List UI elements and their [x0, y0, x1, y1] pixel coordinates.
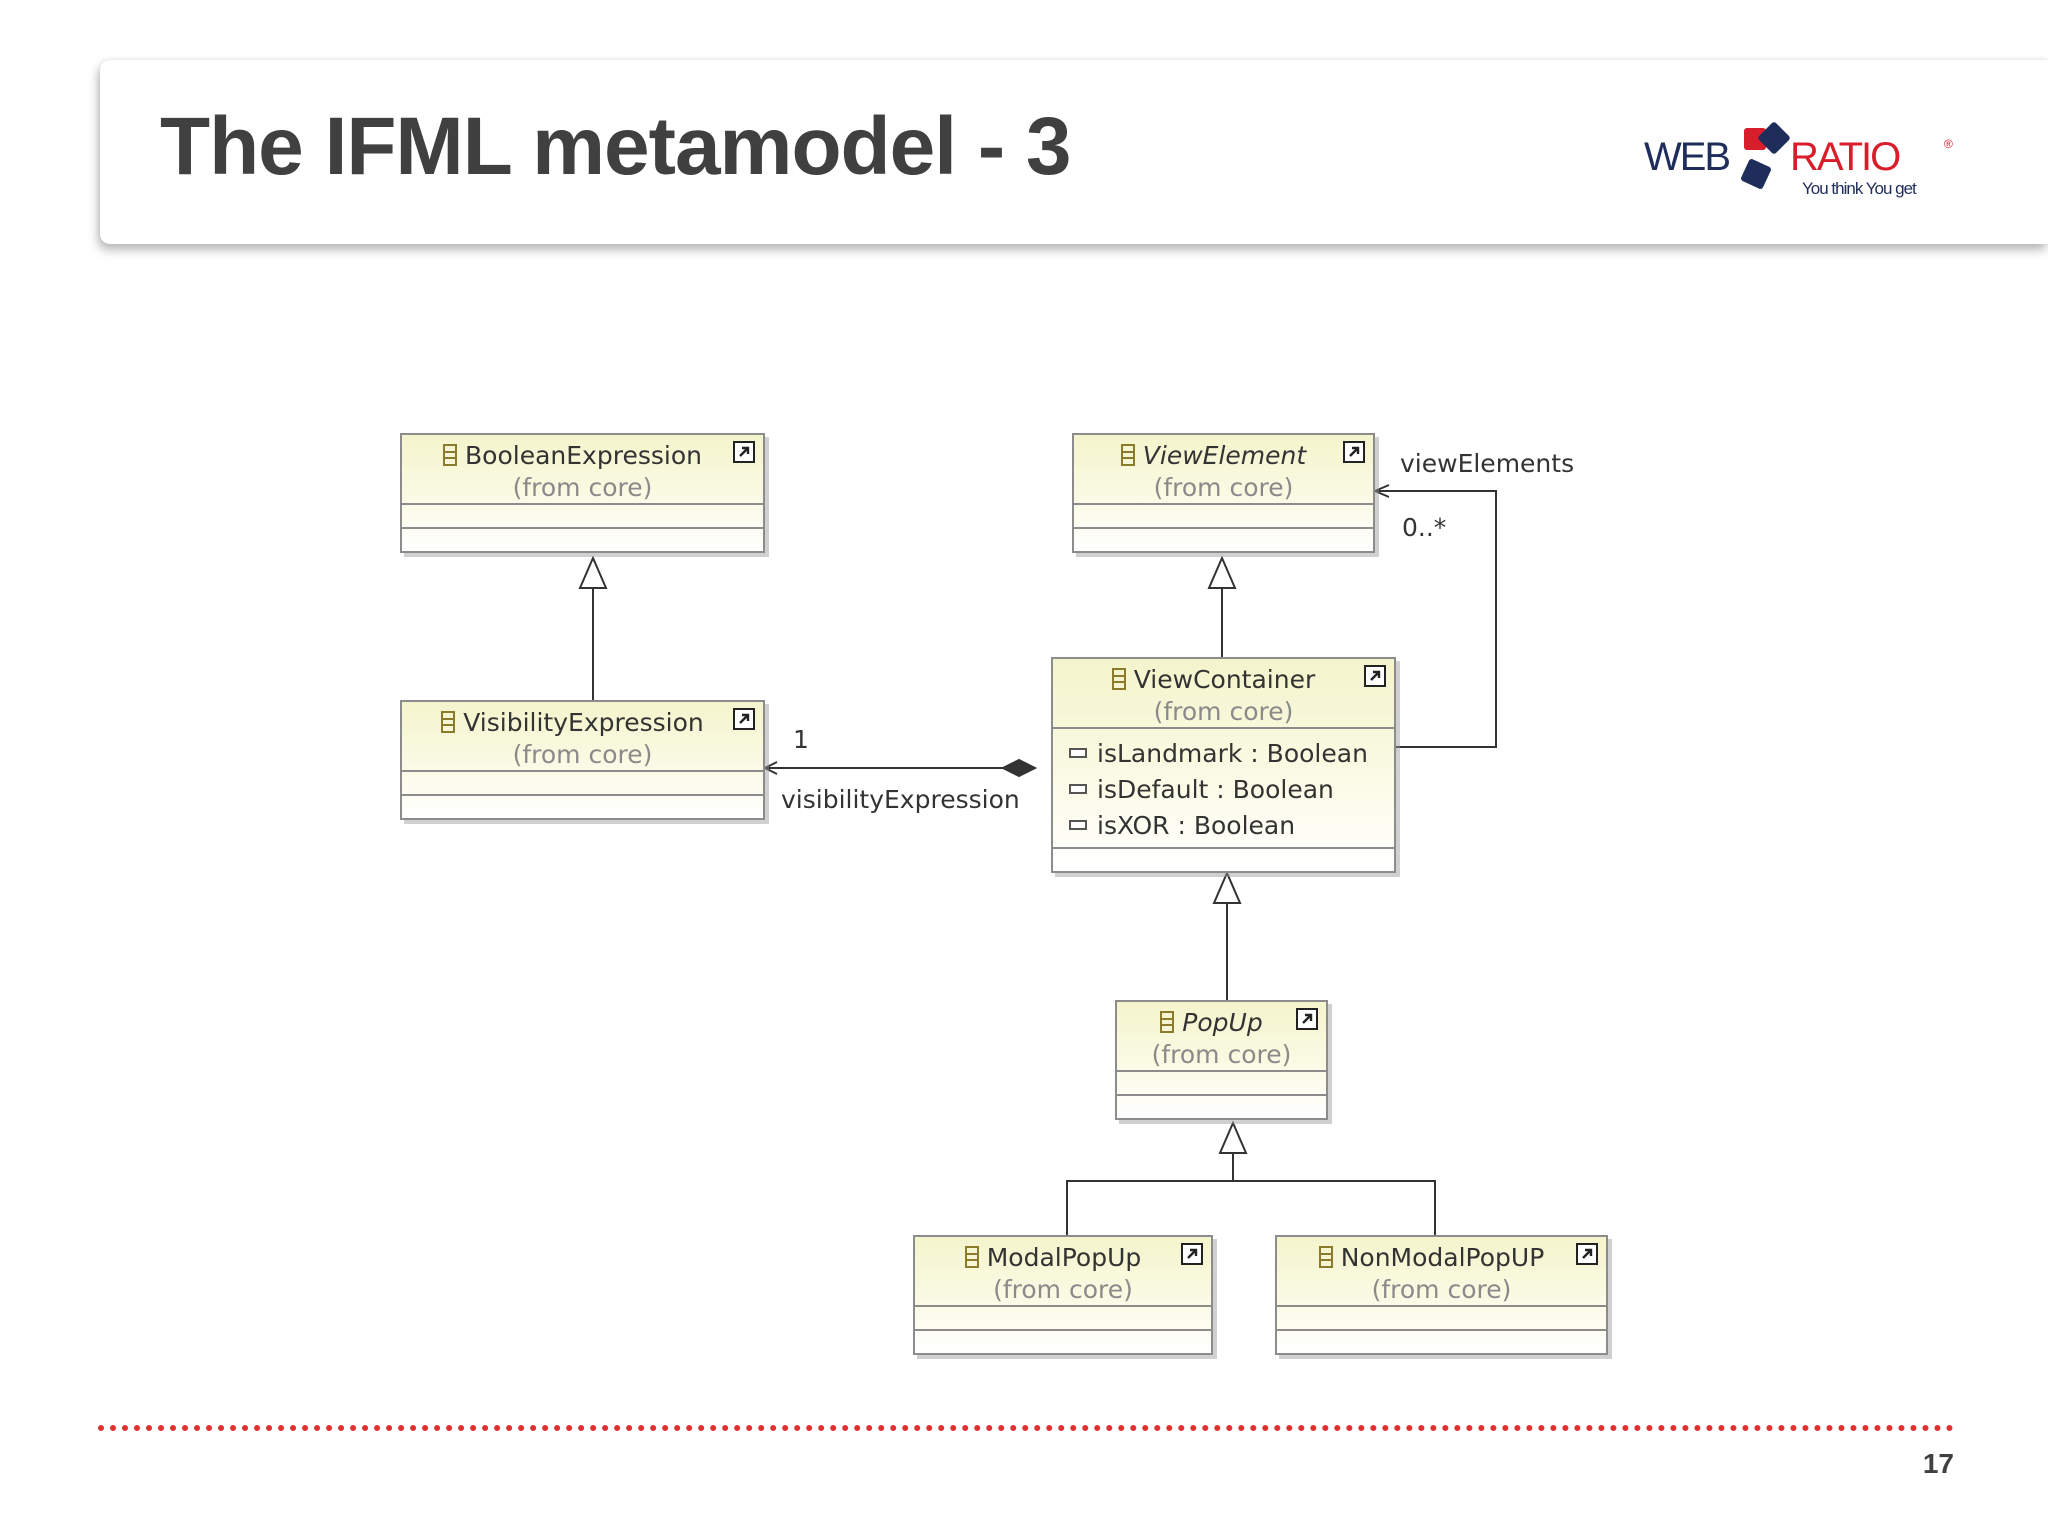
operations-compartment — [1074, 529, 1373, 551]
operations-compartment — [1053, 849, 1394, 871]
class-icon — [441, 711, 456, 733]
attribute-text: isDefault : Boolean — [1097, 774, 1334, 804]
class-header: ModalPopUp (from core) — [915, 1237, 1211, 1307]
attribute-icon — [1069, 748, 1087, 758]
attributes-compartment — [1117, 1072, 1326, 1096]
operations-compartment — [402, 796, 763, 818]
class-icon — [1318, 1246, 1333, 1268]
class-name: VisibilityExpression — [463, 707, 704, 737]
class-name: BooleanExpression — [465, 440, 702, 470]
attribute-row[interactable]: isLandmark : Boolean — [1053, 735, 1394, 771]
class-origin: (from core) — [512, 473, 653, 502]
attributes-compartment — [402, 505, 763, 529]
attribute-text: isXOR : Boolean — [1097, 810, 1296, 840]
generalization-popup-subclasses-branch — [1066, 1180, 1436, 1235]
logo-navy-diamond-top — [1758, 122, 1790, 154]
uml-connectors — [578, 484, 1497, 1235]
logo-wordmark-right: RATIO — [1790, 135, 1900, 179]
attribute-row[interactable]: isDefault : Boolean — [1053, 771, 1394, 807]
class-name: ViewContainer — [1133, 664, 1316, 694]
generalization-arrowhead-view-element — [1207, 555, 1237, 589]
shortcut-arrow-icon[interactable] — [1364, 665, 1386, 687]
class-icon — [1120, 444, 1135, 466]
webratio-logo: WEB RATIO ® You think You get — [1644, 122, 1953, 198]
class-icon — [964, 1246, 979, 1268]
class-origin: (from core) — [1151, 1040, 1292, 1069]
shortcut-arrow-icon[interactable] — [1296, 1008, 1318, 1030]
class-header: ViewContainer (from core) — [1053, 659, 1394, 729]
generalization-arrowhead-popup — [1218, 1120, 1248, 1154]
shortcut-arrow-icon[interactable] — [1181, 1243, 1203, 1265]
operations-compartment — [402, 529, 763, 551]
operations-compartment — [1277, 1331, 1606, 1353]
class-popup[interactable]: PopUp (from core) — [1115, 1000, 1328, 1120]
logo-tagline: You think You get — [1802, 179, 1917, 198]
class-header: PopUp (from core) — [1117, 1002, 1326, 1072]
generalization-arrowhead-boolean — [578, 555, 608, 589]
footer-dotted-rule — [98, 1425, 1954, 1431]
class-name: ViewElement — [1142, 440, 1307, 470]
shortcut-arrow-icon[interactable] — [733, 441, 755, 463]
attributes-compartment: isLandmark : Boolean isDefault : Boolean… — [1053, 729, 1394, 849]
class-view-element[interactable]: ViewElement (from core) — [1072, 433, 1375, 553]
operations-compartment — [915, 1331, 1211, 1353]
association-role-view-elements: viewElements — [1400, 449, 1575, 478]
attributes-compartment — [915, 1307, 1211, 1331]
class-modal-popup[interactable]: ModalPopUp (from core) — [913, 1235, 1213, 1355]
class-icon — [1111, 668, 1126, 690]
class-origin: (from core) — [1371, 1275, 1512, 1304]
uml-diagram: BooleanExpression (from core) ViewElemen… — [395, 425, 1715, 1370]
class-icon — [1160, 1011, 1175, 1033]
attribute-row[interactable]: isXOR : Boolean — [1053, 807, 1394, 843]
attributes-compartment — [402, 772, 763, 796]
class-name: NonModalPopUP — [1340, 1242, 1545, 1272]
class-icon — [443, 444, 458, 466]
class-name: ModalPopUp — [986, 1242, 1142, 1272]
attribute-icon — [1069, 820, 1087, 830]
class-origin: (from core) — [1153, 697, 1294, 726]
class-name: PopUp — [1182, 1007, 1263, 1037]
generalization-arrowhead-view-container — [1212, 870, 1242, 904]
association-view-elements-arrowhead — [1372, 484, 1390, 498]
class-origin: (from core) — [512, 740, 653, 769]
shortcut-arrow-icon[interactable] — [733, 708, 755, 730]
class-non-modal-popup[interactable]: NonModalPopUP (from core) — [1275, 1235, 1608, 1355]
composition-diamond-visibility — [1000, 758, 1038, 778]
attribute-icon — [1069, 784, 1087, 794]
class-origin: (from core) — [993, 1275, 1133, 1304]
attributes-compartment — [1074, 505, 1373, 529]
page-number: 17 — [1922, 1448, 1954, 1479]
shortcut-arrow-icon[interactable] — [1576, 1243, 1598, 1265]
class-header: BooleanExpression (from core) — [402, 435, 763, 505]
logo-red-square — [1744, 128, 1766, 150]
slide-header: The IFML metamodel - 3 WEB RATIO ® You t… — [100, 60, 2048, 244]
operations-compartment — [1117, 1096, 1326, 1118]
attributes-compartment — [1277, 1307, 1606, 1331]
association-multiplicity-visibility: 1 — [793, 725, 809, 754]
logo-registered-mark: ® — [1944, 137, 1953, 151]
logo-navy-diamond-bottom — [1741, 159, 1771, 189]
logo-wordmark-left: WEB — [1644, 135, 1729, 179]
class-header: VisibilityExpression (from core) — [402, 702, 763, 772]
slide-title: The IFML metamodel - 3 — [160, 101, 1072, 192]
class-boolean-expression[interactable]: BooleanExpression (from core) — [400, 433, 765, 553]
class-origin: (from core) — [1153, 473, 1294, 502]
class-visibility-expression[interactable]: VisibilityExpression (from core) — [400, 700, 765, 820]
class-view-container[interactable]: ViewContainer (from core) isLandmark : B… — [1051, 657, 1396, 873]
attribute-text: isLandmark : Boolean — [1097, 738, 1368, 768]
class-header: ViewElement (from core) — [1074, 435, 1373, 505]
association-multiplicity-view-elements: 0..* — [1402, 513, 1447, 542]
shortcut-arrow-icon[interactable] — [1343, 441, 1365, 463]
class-header: NonModalPopUP (from core) — [1277, 1237, 1606, 1307]
association-role-visibility: visibilityExpression — [781, 785, 1020, 814]
association-view-elements — [1375, 490, 1497, 748]
